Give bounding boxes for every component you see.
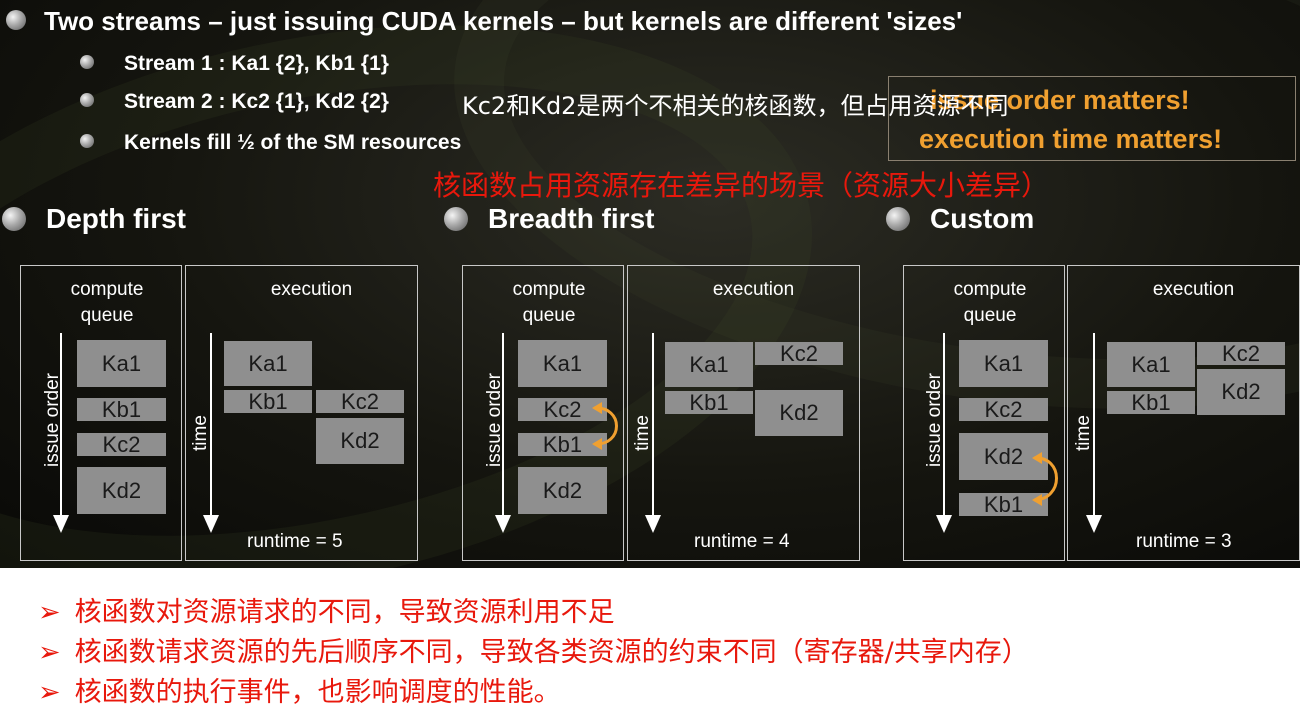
heading-bullet-icon — [886, 207, 910, 231]
issue-order-label: issue order — [42, 373, 63, 467]
issue-order-label: issue order — [924, 373, 945, 467]
issue-order-arrowhead — [53, 515, 69, 533]
swap-arrow-icon — [1032, 452, 1058, 506]
issue-order-arrow — [943, 333, 945, 520]
note-item: ➢ 核函数请求资源的先后顺序不同，导致各类资源的约束不同（寄存器/共享内存） — [38, 630, 1029, 669]
heading-custom: Custom — [930, 203, 1035, 234]
heading-bullet-icon — [2, 207, 26, 231]
callout-box — [888, 76, 1296, 161]
arrow-bullet-icon: ➢ — [38, 637, 61, 668]
callout-issue-order: issue order matters! — [930, 85, 1190, 115]
runtime-label: runtime = 3 — [1136, 531, 1232, 552]
title-bullet-icon — [6, 10, 26, 30]
queue-kernel-kc2: Kc2 — [77, 432, 166, 457]
slide: Two streams – just issuing CUDA kernels … — [0, 0, 1300, 568]
issue-order-arrow — [60, 333, 62, 520]
queue-kernel-kd2: Kd2 — [518, 467, 607, 514]
slide-title: Two streams – just issuing CUDA kernels … — [44, 6, 963, 36]
compute-queue-title: compute queue — [20, 277, 194, 329]
exec-kernel-kd2: Kd2 — [316, 418, 404, 464]
queue-kernel-ka1: Ka1 — [77, 340, 166, 387]
bullet-stream2: Stream 2 : Kc2 {1}, Kd2 {2} — [124, 90, 389, 113]
issue-order-arrowhead — [936, 515, 952, 533]
exec-kernel-kd2: Kd2 — [755, 390, 843, 436]
execution-panel — [627, 265, 860, 561]
issue-order-arrow — [502, 333, 504, 520]
queue-kernel-kb1: Kb1 — [77, 397, 166, 422]
compute-queue-title-text: compute queue — [953, 279, 1027, 326]
bullet-stream1: Stream 1 : Ka1 {2}, Kb1 {1} — [124, 52, 389, 75]
note-text: 核函数的执行事件，也影响调度的性能。 — [74, 677, 561, 708]
execution-panel — [185, 265, 418, 561]
swap-arrow-icon — [592, 402, 618, 450]
note-text: 核函数对资源请求的不同，导致资源利用不足 — [74, 597, 615, 628]
bullet-kernels-fill: Kernels fill ½ of the SM resources — [124, 131, 462, 154]
annotation-scenario: 核函数占用资源存在差异的场景（资源大小差异） — [433, 169, 1050, 202]
queue-kernel-ka1: Ka1 — [518, 340, 607, 387]
exec-kernel-ka1: Ka1 — [665, 342, 753, 387]
time-arrowhead — [203, 515, 219, 533]
runtime-label: runtime = 5 — [247, 531, 343, 552]
time-arrowhead — [645, 515, 661, 533]
runtime-label: runtime = 4 — [694, 531, 790, 552]
bullet-icon — [80, 55, 94, 69]
queue-kernel-kc2: Kc2 — [518, 397, 607, 422]
exec-kernel-kb1: Kb1 — [1107, 390, 1195, 415]
exec-kernel-kc2: Kc2 — [1197, 341, 1285, 366]
time-arrow — [1093, 333, 1095, 520]
exec-kernel-kb1: Kb1 — [224, 389, 312, 414]
exec-kernel-ka1: Ka1 — [1107, 342, 1195, 387]
arrow-bullet-icon: ➢ — [38, 677, 61, 708]
issue-order-label: issue order — [484, 373, 505, 467]
compute-queue-title: compute queue — [462, 277, 636, 329]
heading-breadth-first: Breadth first — [488, 203, 655, 234]
arrow-bullet-icon: ➢ — [38, 597, 61, 628]
time-arrowhead — [1086, 515, 1102, 533]
queue-kernel-kb1: Kb1 — [959, 492, 1048, 517]
time-label: time — [190, 415, 211, 451]
compute-queue-title-text: compute queue — [512, 279, 586, 326]
time-label: time — [632, 415, 653, 451]
bullet-icon — [80, 134, 94, 148]
note-text: 核函数请求资源的先后顺序不同，导致各类资源的约束不同（寄存器/共享内存） — [74, 637, 1029, 668]
execution-title: execution — [270, 279, 353, 300]
execution-title: execution — [1152, 279, 1235, 300]
queue-kernel-ka1: Ka1 — [959, 340, 1048, 387]
callout-execution-time: execution time matters! — [919, 124, 1223, 154]
queue-kernel-kc2: Kc2 — [959, 397, 1048, 422]
exec-kernel-ka1: Ka1 — [224, 341, 312, 386]
queue-kernel-kb1: Kb1 — [518, 432, 607, 457]
compute-queue-panel — [903, 265, 1065, 561]
exec-kernel-kc2: Kc2 — [316, 389, 404, 414]
heading-bullet-icon — [444, 207, 468, 231]
annotation-stream2: Kc2和Kd2是两个不相关的核函数，但占用资源不同 — [462, 92, 1009, 120]
note-item: ➢ 核函数的执行事件，也影响调度的性能。 — [38, 670, 561, 709]
exec-kernel-kc2: Kc2 — [755, 341, 843, 366]
compute-queue-title: compute queue — [903, 277, 1077, 329]
compute-queue-title-text: compute queue — [70, 279, 144, 326]
execution-title: execution — [712, 279, 795, 300]
issue-order-arrowhead — [495, 515, 511, 533]
queue-kernel-kd2: Kd2 — [77, 467, 166, 514]
compute-queue-panel — [462, 265, 624, 561]
heading-depth-first: Depth first — [46, 203, 186, 234]
exec-kernel-kb1: Kb1 — [665, 390, 753, 415]
time-arrow — [210, 333, 212, 520]
time-arrow — [652, 333, 654, 520]
compute-queue-panel — [20, 265, 182, 561]
bullet-icon — [80, 93, 94, 107]
queue-kernel-kd2: Kd2 — [959, 433, 1048, 480]
note-item: ➢ 核函数对资源请求的不同，导致资源利用不足 — [38, 590, 615, 629]
time-label: time — [1073, 415, 1094, 451]
exec-kernel-kd2: Kd2 — [1197, 369, 1285, 415]
